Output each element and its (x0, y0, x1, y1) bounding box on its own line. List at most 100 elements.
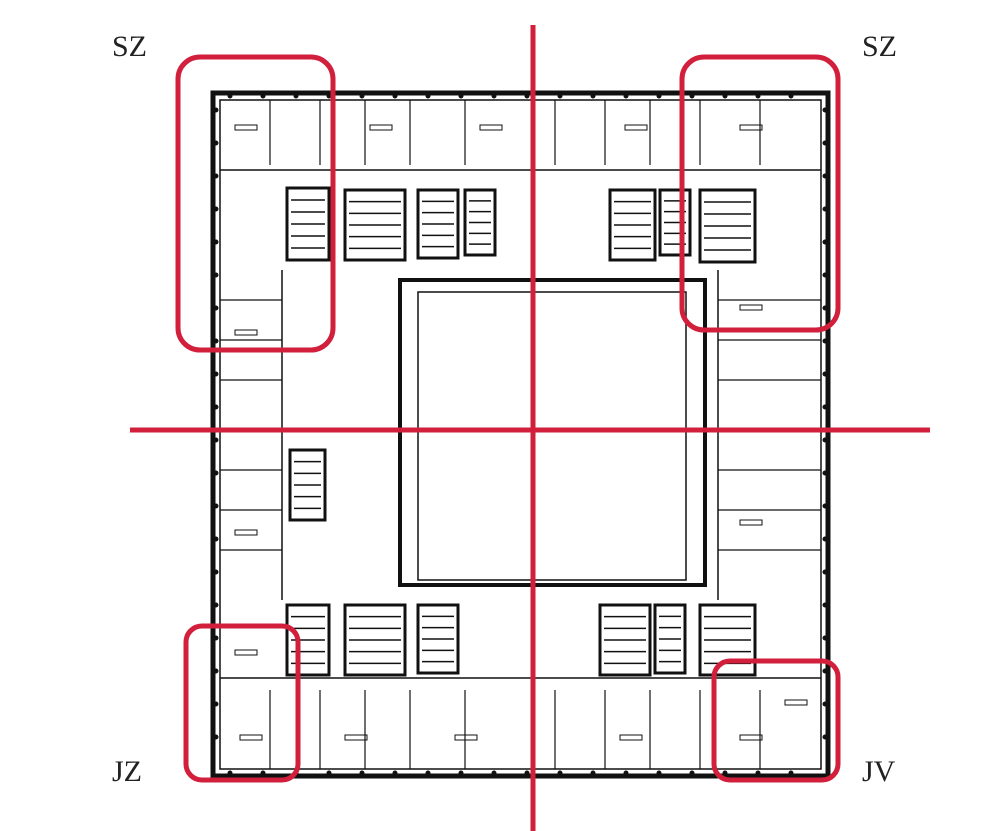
room-tag (369, 124, 393, 131)
column (822, 140, 828, 146)
column (788, 93, 794, 99)
stair-core (285, 186, 331, 262)
column (656, 770, 662, 776)
stair-core (463, 188, 497, 257)
stair-core (343, 188, 407, 262)
column (326, 770, 332, 776)
room-tag (739, 734, 763, 741)
column (822, 272, 828, 278)
label-top-left: SZ (112, 30, 148, 63)
column (359, 93, 365, 99)
room-tag (239, 734, 263, 741)
column (425, 770, 431, 776)
stair-core (658, 188, 692, 257)
room-tag (619, 734, 643, 741)
column (213, 305, 219, 311)
column (359, 770, 365, 776)
room-tag (784, 699, 808, 706)
column (822, 734, 828, 740)
room-tag (344, 734, 368, 741)
highlight-southwest (183, 623, 301, 783)
column (213, 371, 219, 377)
column (491, 93, 497, 99)
highlight-southeast (711, 658, 841, 783)
label-top-right: SZ (862, 30, 898, 63)
label-bottom-left: JZ (112, 755, 142, 788)
column (213, 734, 219, 740)
column (524, 770, 530, 776)
column (491, 770, 497, 776)
inner-wall (219, 99, 822, 770)
column (213, 470, 219, 476)
stair-core (285, 603, 331, 677)
column (822, 668, 828, 674)
column (425, 93, 431, 99)
column (822, 470, 828, 476)
stair-core (608, 188, 657, 262)
room-tag (454, 734, 478, 741)
column (524, 93, 530, 99)
column (557, 93, 563, 99)
column (557, 770, 563, 776)
column (822, 569, 828, 575)
column (822, 536, 828, 542)
column (755, 93, 761, 99)
column (213, 404, 219, 410)
column (788, 770, 794, 776)
highlight-northwest (175, 54, 336, 353)
stair-cores (285, 186, 757, 677)
column (590, 93, 596, 99)
column (822, 206, 828, 212)
room-tag (739, 304, 763, 311)
column (590, 770, 596, 776)
room-tag (739, 124, 763, 131)
column (722, 770, 728, 776)
column (822, 437, 828, 443)
label-bottom-right: JV (862, 755, 896, 788)
column (213, 107, 219, 113)
column (822, 173, 828, 179)
stair-core (698, 188, 757, 264)
room-tag (234, 529, 258, 536)
column (213, 206, 219, 212)
outer-wall (210, 90, 831, 779)
courtyard-inner (417, 291, 687, 581)
column (213, 173, 219, 179)
room-tag (234, 329, 258, 336)
column (392, 770, 398, 776)
column (458, 93, 464, 99)
stair-core (653, 603, 687, 675)
column (260, 770, 266, 776)
column (623, 770, 629, 776)
column (822, 107, 828, 113)
stair-core (288, 448, 327, 522)
column (623, 93, 629, 99)
stair-core (698, 603, 757, 677)
column (293, 93, 299, 99)
column (213, 239, 219, 245)
column (458, 770, 464, 776)
column (213, 140, 219, 146)
column (213, 338, 219, 344)
column (213, 602, 219, 608)
highlight-northeast (679, 54, 841, 333)
column (822, 701, 828, 707)
room-tag (624, 124, 648, 131)
column (822, 404, 828, 410)
column (260, 93, 266, 99)
column (213, 701, 219, 707)
column (822, 239, 828, 245)
floor-plan (210, 90, 831, 779)
stair-core (598, 603, 652, 677)
column (326, 93, 332, 99)
column (822, 503, 828, 509)
room-partitions (213, 93, 828, 776)
room-tag (739, 519, 763, 526)
column (392, 93, 398, 99)
column (227, 93, 233, 99)
column (822, 602, 828, 608)
column (822, 338, 828, 344)
column (689, 93, 695, 99)
column (822, 305, 828, 311)
